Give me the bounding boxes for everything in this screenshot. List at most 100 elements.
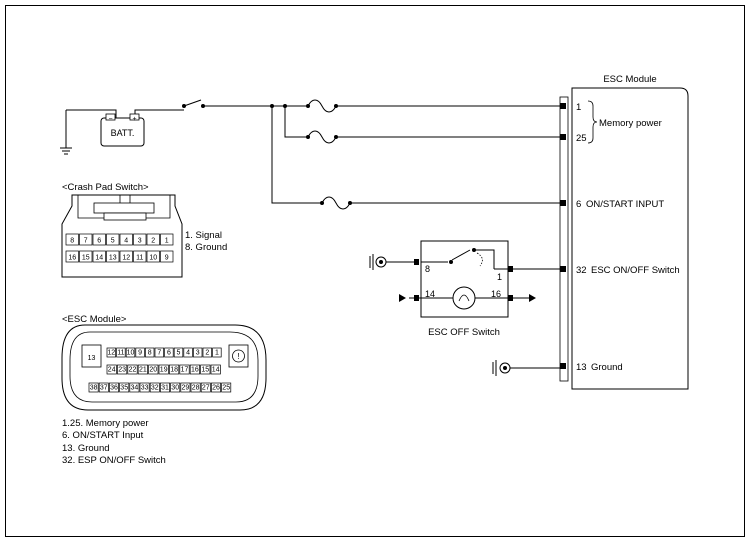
crash-pad-row2-cell xyxy=(92,250,106,263)
esc-row2-pin: 20 xyxy=(149,367,157,374)
crash-pad-row2-pin: 9 xyxy=(165,255,169,262)
esc-row3-pin: 29 xyxy=(182,385,190,392)
esc-row3-pin: 28 xyxy=(192,385,200,392)
esc-row3-cell xyxy=(88,382,99,393)
esc-row1-cell xyxy=(125,347,136,358)
battery: − + BATT. xyxy=(60,109,184,155)
crash-pad-row2-pin: 13 xyxy=(109,255,117,262)
esc-row1-pin: 3 xyxy=(196,350,200,357)
esc-row3-pin: 34 xyxy=(131,385,139,392)
crash-pad-row2-cell xyxy=(79,250,93,263)
esc-row3-pin: 33 xyxy=(141,385,149,392)
esc-row3-pin: 37 xyxy=(100,385,108,392)
crash-pad-legend-1: 1. Signal xyxy=(185,230,222,241)
crash-pad-row2-cell xyxy=(119,250,133,263)
esc-connector-title: <ESC Module> xyxy=(62,314,127,325)
esc-row2-pin: 15 xyxy=(201,367,209,374)
esc-off-switch: 8 1 14 16 ESC OFF Switch xyxy=(369,240,560,338)
esc-row3-pin: 31 xyxy=(161,385,169,392)
crash-pad-row1-cell xyxy=(106,233,120,246)
esc-row3-cell xyxy=(221,382,232,393)
esc-row3-cell xyxy=(190,382,201,393)
esc-row1-cell xyxy=(106,347,116,358)
esc-row2-pin: 24 xyxy=(108,367,116,374)
crash-pad-row2-cell xyxy=(160,250,174,263)
crash-pad-row1-cell xyxy=(119,233,133,246)
esc-row3-cell xyxy=(129,382,140,393)
esc-row1-cell xyxy=(135,347,145,358)
crash-pad-row1-pin: 3 xyxy=(138,238,142,245)
esc-row2-cell xyxy=(169,364,180,375)
esc-row3-cell xyxy=(109,382,119,393)
crash-pad-row1-cell xyxy=(92,233,106,246)
esc-row3-cell xyxy=(149,382,160,393)
esc-row1-cell xyxy=(173,347,184,358)
switch-pin-1: 1 xyxy=(497,272,502,282)
esc-row2-cell xyxy=(127,364,138,375)
esc-row2-cell xyxy=(117,364,128,375)
esc-row1-cell xyxy=(193,347,203,358)
esc-row3-cell xyxy=(139,382,150,393)
esc-row3-pin: 35 xyxy=(120,385,128,392)
crash-pad-row1-cell xyxy=(146,233,160,246)
switch-pin-16: 16 xyxy=(491,289,501,299)
esc-pin-1: 1 xyxy=(576,102,581,113)
esc-row2-cell xyxy=(189,364,200,375)
esc-row1-cell xyxy=(154,347,164,358)
esc-row2-pin: 14 xyxy=(212,367,220,374)
crash-pad-row2-pin: 12 xyxy=(122,255,130,262)
esc-row1-cell xyxy=(116,347,126,358)
esc-row2-pin: 16 xyxy=(191,367,199,374)
crash-pad-row1-pin: 1 xyxy=(165,238,169,245)
battery-label: BATT. xyxy=(111,128,135,138)
crash-pad-row1-pin: 5 xyxy=(111,238,115,245)
esc-row1-cell xyxy=(212,347,222,358)
esc-row3-cell xyxy=(98,382,109,393)
diagram-frame xyxy=(5,5,745,537)
esc-row2-pin: 22 xyxy=(129,367,137,374)
esc-row1-pin: 4 xyxy=(186,350,190,357)
crash-pad-row2-pin: 14 xyxy=(95,255,103,262)
esc-row3-cell xyxy=(180,382,191,393)
esc-row2-pin: 23 xyxy=(118,367,126,374)
battery-neg: − xyxy=(108,116,112,123)
esc-row2-pin: 18 xyxy=(170,367,178,374)
esc-off-switch-title: ESC OFF Switch xyxy=(428,327,500,338)
esc-row3-cell xyxy=(160,382,170,393)
esc-module-title: ESC Module xyxy=(603,74,656,85)
esc-pin-32: 32 xyxy=(576,265,587,276)
crash-pad-title: <Crash Pad Switch> xyxy=(62,182,149,193)
crash-pad-row1-cell xyxy=(133,233,147,246)
esc-row1-cell xyxy=(202,347,212,358)
crash-pad-row1-cell xyxy=(65,233,79,246)
crash-pad-row2-pin: 10 xyxy=(149,255,157,262)
crash-pad-row1-pin: 2 xyxy=(151,238,155,245)
battery-pos: + xyxy=(132,116,136,123)
crash-pad-row2-cell xyxy=(133,250,147,263)
esc-row2-cell xyxy=(148,364,159,375)
esc-row1-pin: 6 xyxy=(167,350,171,357)
esc-row3-cell xyxy=(211,382,221,393)
esc-row2-cell xyxy=(210,364,221,375)
esc-connector-big-left: 13 xyxy=(88,355,96,362)
esc-connector-big-right: ! xyxy=(237,352,239,361)
esc-legend-2: 6. ON/START Input xyxy=(62,430,144,441)
esc-row2-cell xyxy=(158,364,169,375)
esc-row2-cell xyxy=(137,364,148,375)
esc-pin-32-label: ESC ON/OFF Switch xyxy=(591,265,680,276)
esc-row1-pin: 7 xyxy=(157,350,161,357)
crash-pad-row1-pin: 4 xyxy=(124,238,128,245)
esc-legend-1: 1.25. Memory power xyxy=(62,418,149,429)
switch-pin-14: 14 xyxy=(425,289,435,299)
esc-pin-13-label: Ground xyxy=(591,362,623,373)
esc-legend-3: 13. Ground xyxy=(62,443,110,454)
esc-row1-pin: 11 xyxy=(117,350,124,357)
crash-pad-row2-cell xyxy=(146,250,160,263)
esc-row3-pin: 30 xyxy=(171,385,179,392)
esc-row2-cell xyxy=(200,364,211,375)
esc-row2-cell xyxy=(106,364,117,375)
esc-pin-6: 6 xyxy=(576,199,581,210)
esc-pin-6-label: ON/START INPUT xyxy=(586,199,664,210)
esc-row3-pin: 32 xyxy=(151,385,159,392)
